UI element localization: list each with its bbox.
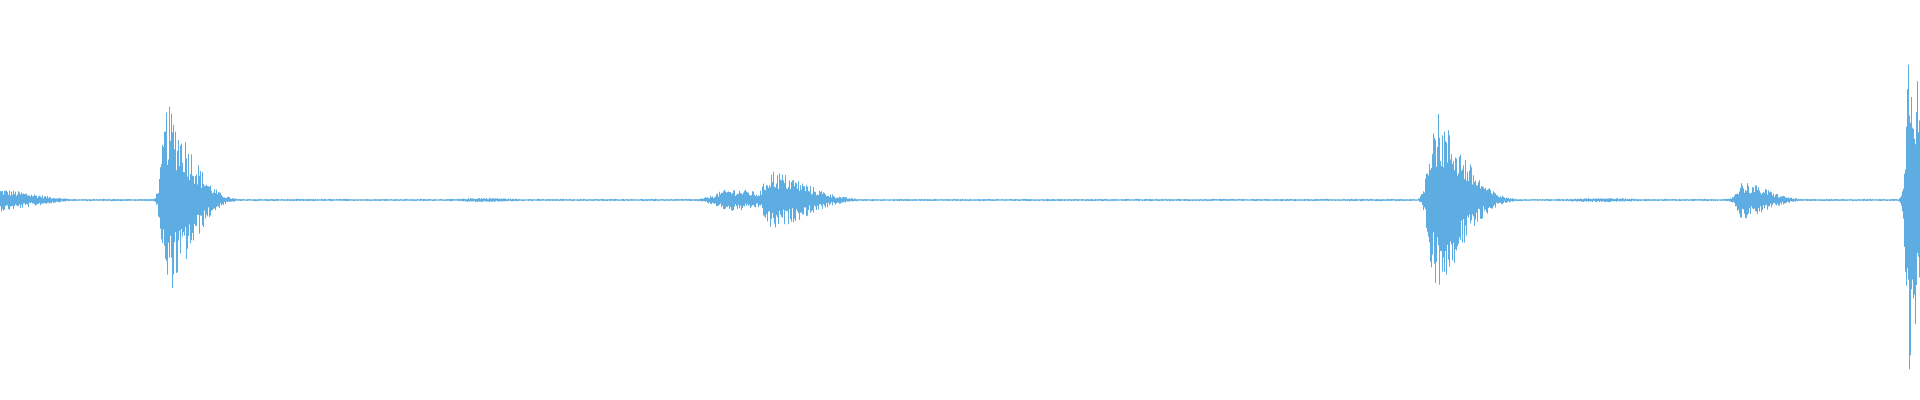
waveform-samples (0, 64, 1920, 370)
waveform-path (0, 64, 1920, 370)
